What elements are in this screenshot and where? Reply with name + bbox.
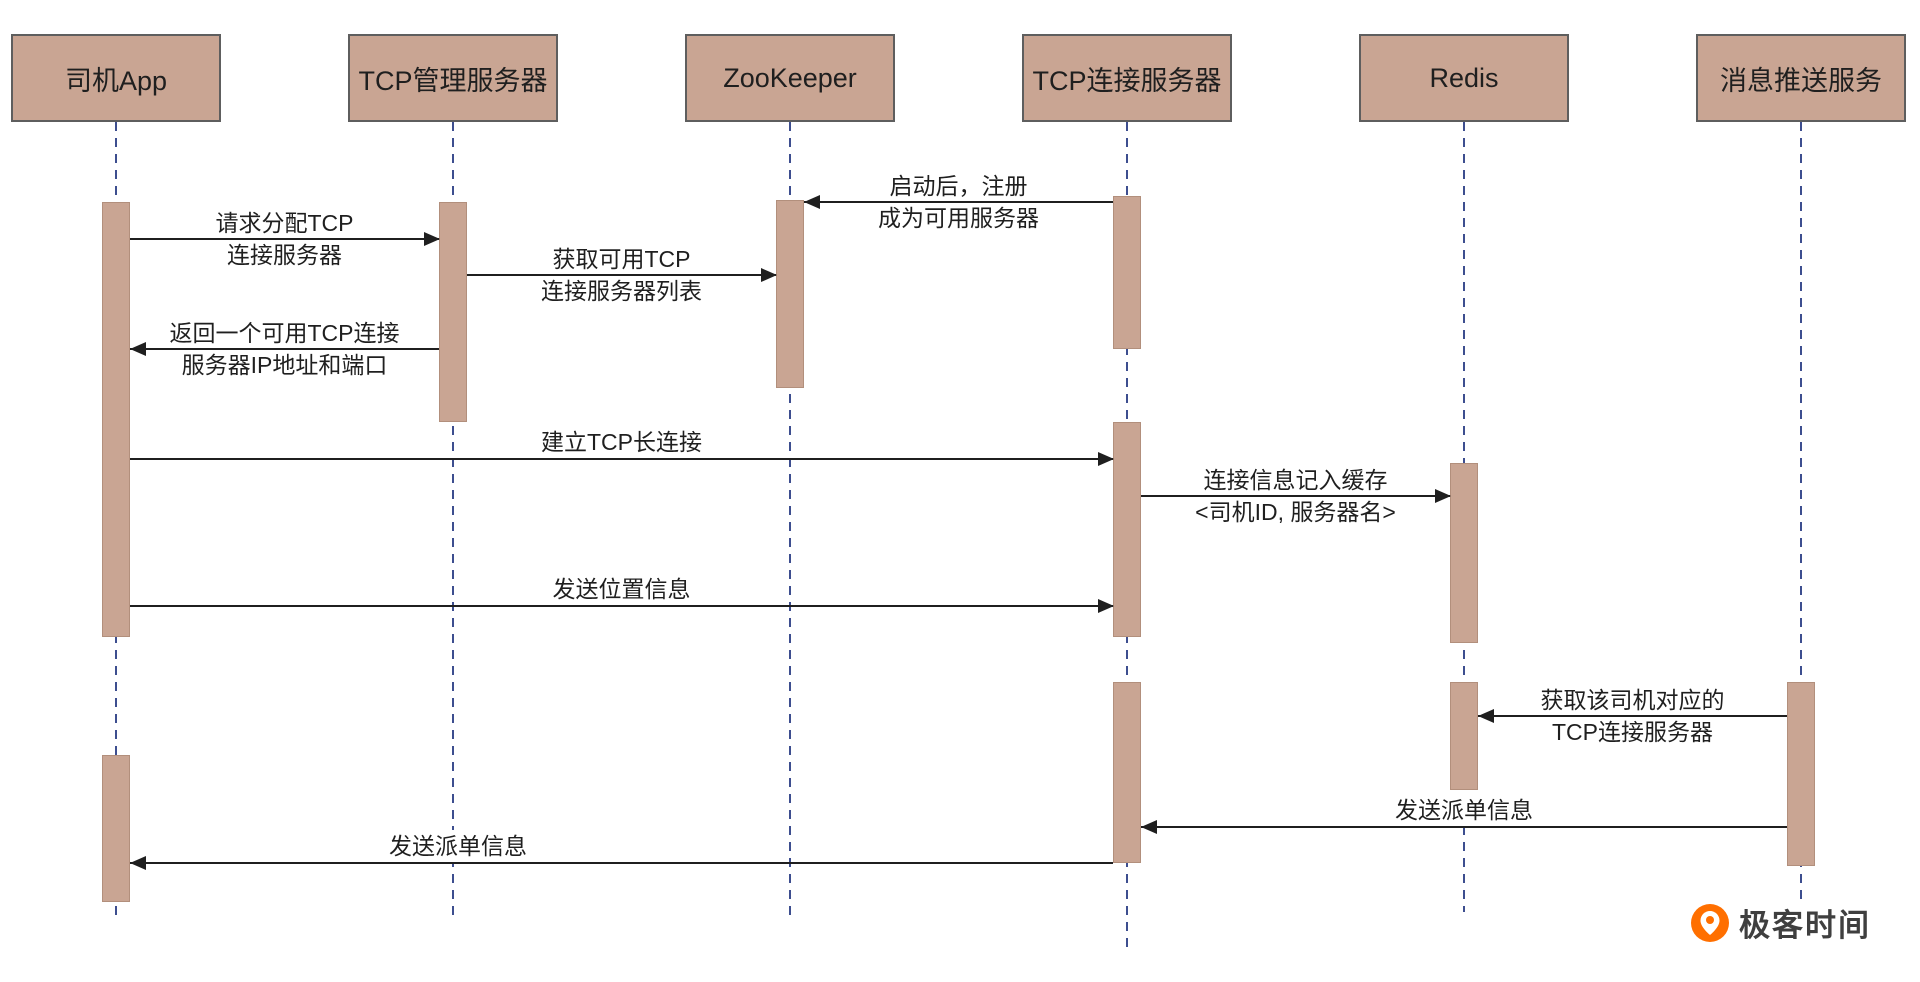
message-line xyxy=(130,862,1113,864)
activation-bar-driver-app xyxy=(102,755,130,902)
activation-bar-redis xyxy=(1450,463,1478,643)
message-arrowhead xyxy=(1141,820,1157,834)
message-line xyxy=(130,348,439,350)
message-label-line: 连接服务器列表 xyxy=(541,278,702,304)
message-arrowhead xyxy=(804,195,820,209)
message-arrowhead xyxy=(130,342,146,356)
participant-tcp-manager: TCP管理服务器 xyxy=(348,34,558,122)
message-label: 返回一个可用TCP连接服务器IP地址和端口 xyxy=(170,317,400,381)
message-line xyxy=(1478,715,1787,717)
message-label: 发送位置信息 xyxy=(546,573,697,605)
participant-zookeeper: ZooKeeper xyxy=(685,34,895,122)
activation-bar-tcp-manager xyxy=(439,202,467,422)
geektime-logo-icon xyxy=(1690,903,1730,943)
lifeline-push-service xyxy=(1800,122,1802,906)
message-line xyxy=(130,605,1113,607)
activation-bar-tcp-connector xyxy=(1113,682,1141,863)
message-line xyxy=(130,458,1113,460)
activation-bar-zookeeper xyxy=(776,200,804,388)
activation-bar-tcp-connector xyxy=(1113,196,1141,349)
message-arrowhead xyxy=(761,268,777,282)
message-line xyxy=(804,201,1113,203)
message-label: 发送派单信息 xyxy=(383,830,533,862)
lifeline-zookeeper xyxy=(789,122,791,918)
message-label-line: 获取该司机对应的 xyxy=(1540,687,1725,713)
message-label-line: TCP连接服务器 xyxy=(1552,719,1713,745)
geektime-logo-text: 极客时间 xyxy=(1739,908,1871,943)
message-arrowhead xyxy=(424,232,440,246)
message-label-line: 连接信息记入缓存 xyxy=(1203,467,1388,493)
message-label: 获取可用TCP 连接服务器列表 xyxy=(541,243,702,307)
message-label: 建立TCP长连接 xyxy=(535,426,708,458)
message-arrowhead xyxy=(1098,452,1114,466)
message-label-line: 获取可用TCP xyxy=(552,246,691,272)
participant-push-service: 消息推送服务 xyxy=(1696,34,1906,122)
activation-bar-tcp-connector xyxy=(1113,422,1141,637)
message-label: 发送派单信息 xyxy=(1389,794,1539,826)
message-label-line: 连接服务器 xyxy=(227,242,342,268)
participant-driver-app: 司机App xyxy=(11,34,221,122)
participant-redis: Redis xyxy=(1359,34,1569,122)
activation-bar-driver-app xyxy=(102,202,130,637)
message-label-line: <司机ID, 服务器名> xyxy=(1195,499,1396,525)
message-line xyxy=(467,274,776,276)
message-label-line: 服务器IP地址和端口 xyxy=(181,352,388,378)
message-label-line: 发送派单信息 xyxy=(1389,794,1539,826)
participant-tcp-connector: TCP连接服务器 xyxy=(1022,34,1232,122)
message-label-line: 返回一个可用TCP连接 xyxy=(169,320,400,346)
message-arrowhead xyxy=(1435,489,1451,503)
message-label-line: 发送派单信息 xyxy=(383,830,533,862)
geektime-logo: 极客时间 xyxy=(1690,900,1871,945)
message-arrowhead xyxy=(1098,599,1114,613)
message-label: 启动后，注册成为可用服务器 xyxy=(878,170,1039,234)
message-line xyxy=(1141,826,1787,828)
message-label-line: 请求分配TCP xyxy=(215,210,354,236)
message-arrowhead xyxy=(130,856,146,870)
activation-bar-push-service xyxy=(1787,682,1815,866)
message-label: 请求分配TCP 连接服务器 xyxy=(216,207,354,271)
activation-bar-redis xyxy=(1450,682,1478,790)
message-arrowhead xyxy=(1478,709,1494,723)
message-label-line: 发送位置信息 xyxy=(546,573,697,605)
message-label-line: 启动后，注册 xyxy=(889,173,1028,199)
lifeline-tcp-manager xyxy=(452,122,454,916)
message-label: 获取该司机对应的 TCP连接服务器 xyxy=(1541,684,1725,748)
message-label: 连接信息记入缓存 <司机ID, 服务器名> xyxy=(1195,464,1396,528)
message-label-line: 成为可用服务器 xyxy=(878,205,1039,231)
message-line xyxy=(130,238,439,240)
message-label-line: 建立TCP长连接 xyxy=(535,426,708,458)
message-line xyxy=(1141,495,1450,497)
